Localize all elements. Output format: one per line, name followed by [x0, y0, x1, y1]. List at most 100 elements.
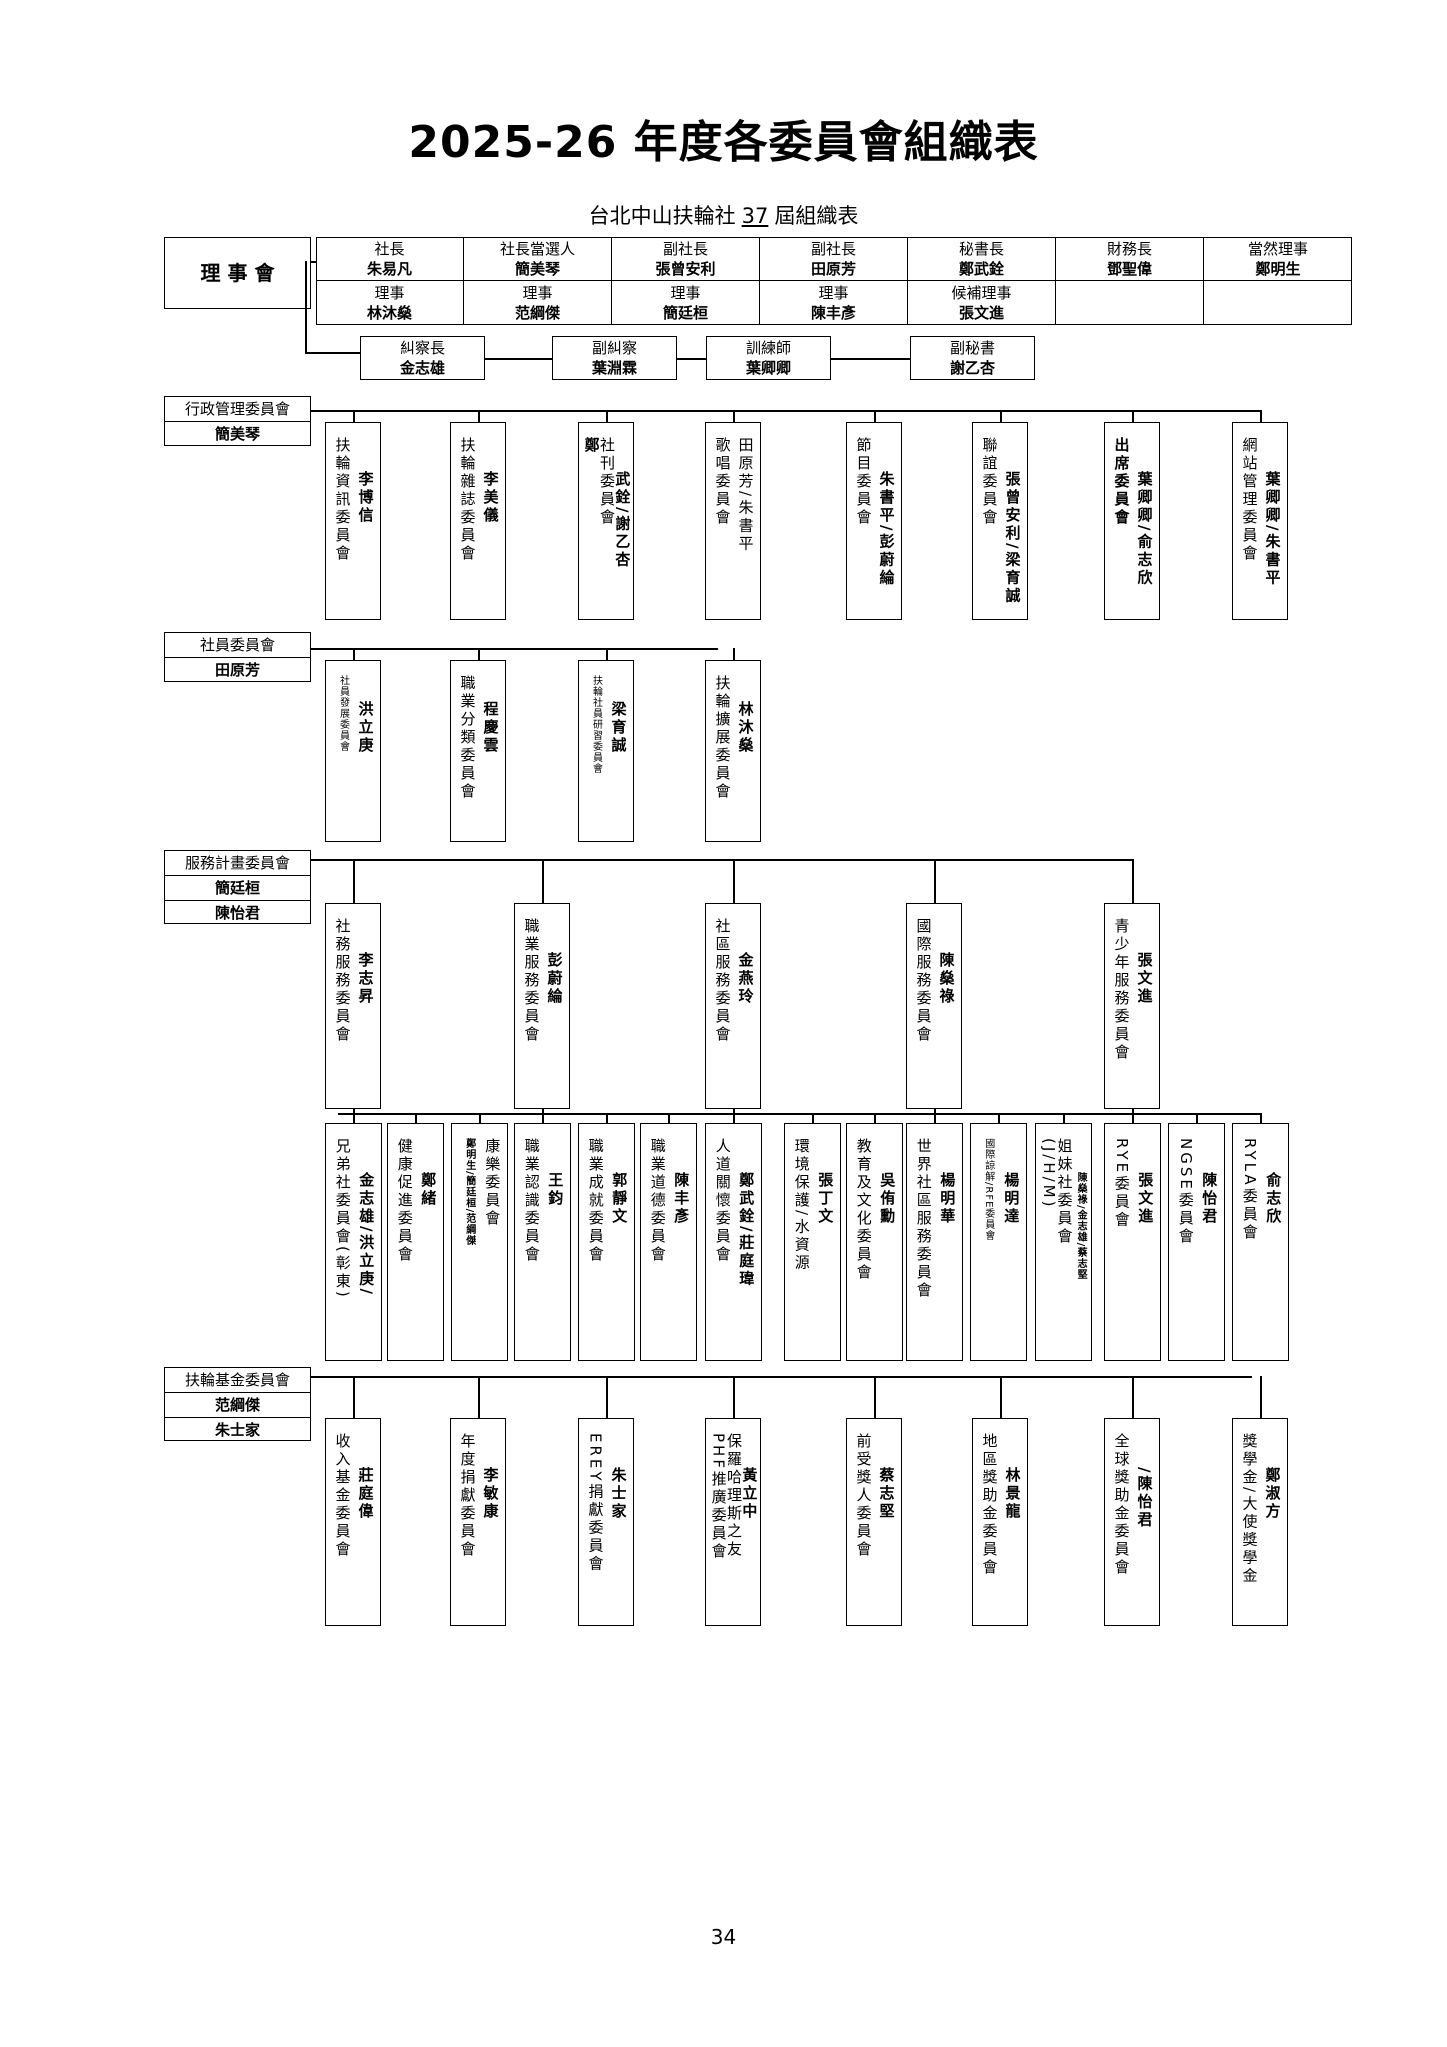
committee-name: 國際服務委員會: [914, 918, 933, 1044]
connector-line: [1000, 410, 1002, 422]
connector-line: [311, 859, 1132, 861]
committee-member-name: 李志昇: [356, 952, 375, 1006]
board-member-cell: 理事范綱傑: [464, 281, 612, 325]
committee-box: 前受獎人委員會蔡志堅: [846, 1418, 902, 1626]
connector-line: [353, 1109, 355, 1113]
connector-line: [668, 1113, 670, 1123]
connector-line: [1000, 1376, 1002, 1418]
connector-line: [733, 1113, 735, 1123]
board-member-role: 社長當選人: [499, 240, 575, 258]
committee-box: 年度捐獻委員會李敏康: [450, 1418, 506, 1626]
committee-box: 國際服務委員會陳燊祿: [906, 903, 962, 1109]
committee-name: RYLA委員會: [1240, 1138, 1259, 1242]
board-label: 理 事 會: [164, 237, 311, 309]
connector-line: [542, 1113, 544, 1123]
board-member-name: 范綱傑: [514, 304, 560, 322]
connector-line: [311, 1376, 1252, 1378]
section-label-title: 社員委員會: [165, 633, 310, 658]
committee-member-name: 陳燊祿: [937, 952, 956, 1006]
committee-name: 社刊委員會: [598, 437, 616, 527]
committee-member-name: 武銓/謝乙杏: [613, 471, 632, 570]
connector-line: [311, 410, 1260, 412]
committee-box: PHF推廣委員會保羅哈理斯之友黃立中: [705, 1418, 761, 1626]
connector-line: [485, 358, 552, 360]
committee-box: 扶輪擴展委員會林沐燊: [705, 660, 761, 842]
committee-box: 社員發展委員會洪立庚: [325, 660, 381, 842]
connector-line: [733, 1109, 735, 1113]
connector-line: [606, 1376, 608, 1418]
committee-member-name: 葉卿卿/俞志欣: [1135, 471, 1154, 588]
committee-member-name: 林景龍: [1003, 1467, 1022, 1521]
board-member-role: 社長: [374, 240, 405, 258]
board-member-name: 張文進: [958, 304, 1004, 322]
officer-box: 副糾察葉淵霖: [552, 336, 677, 380]
board-member-name: 陳丰彥: [810, 304, 856, 322]
officer-role: 副秘書: [949, 339, 995, 357]
board-member-role: 理事: [522, 284, 553, 302]
committee-box: 歌唱委員會田原芳/朱書平: [705, 422, 761, 620]
subtitle-suffix: 屆組織表: [774, 204, 859, 228]
officer-name: 謝乙杏: [949, 359, 995, 377]
officer-box: 訓練師葉卿卿: [706, 336, 831, 380]
committee-member-name: /陳怡君: [1135, 1467, 1154, 1530]
section-head-name: 簡廷桓: [165, 876, 310, 901]
committee-box: 網站管理委員會葉卿卿/朱書平: [1232, 422, 1288, 620]
section-head-name: 陳怡君: [214, 904, 260, 922]
committee-name: 康樂委員會: [483, 1138, 502, 1228]
connector-line: [353, 1376, 355, 1418]
committee-box: (J/H/M)姐妹社委員會陳燊祿/金志雄/蔡志堅: [1035, 1123, 1092, 1361]
committee-member-name: 楊明達: [1002, 1172, 1021, 1226]
committee-box: 鄭明生/簡廷桓/范綱傑康樂委員會: [451, 1123, 508, 1361]
committee-member-name: 莊庭偉: [356, 1467, 375, 1521]
committee-name: (J/H/M): [1039, 1138, 1058, 1210]
committee-member-name: 郭靜文: [610, 1172, 629, 1226]
committee-name: 保羅哈理斯之友: [725, 1433, 743, 1559]
board-member-cell: 理事簡廷桓: [612, 281, 760, 325]
board-member-cell: [1204, 281, 1352, 325]
committee-name: EREY捐獻委員會: [586, 1433, 605, 1574]
board-label-text: 理 事 會: [200, 261, 275, 285]
committee-name: 歌唱委員會: [713, 437, 732, 527]
committee-name: 社區服務委員會: [713, 918, 732, 1044]
committee-member-name: 蔡志堅: [877, 1467, 896, 1521]
officer-box: 糾察長金志雄: [360, 336, 485, 380]
committee-member-name: 葉卿卿/朱書平: [1263, 471, 1282, 588]
connector-line: [606, 648, 608, 660]
section-label: 社員委員會田原芳: [164, 632, 311, 682]
committee-member-name: 陳燊祿/金志雄/蔡志堅: [1075, 1172, 1087, 1281]
board-grid-frame: [316, 237, 1352, 325]
section-label-title: 扶輪基金委員會: [165, 1368, 310, 1393]
connector-line: [353, 859, 355, 903]
connector-line: [934, 1109, 936, 1113]
committee-name: 職業認識委員會: [522, 1138, 541, 1264]
committee-name: 扶輪雜誌委員會: [458, 437, 477, 563]
connector-line: [831, 358, 910, 360]
committee-box: 人道關懷委員會鄭武銓/莊庭瑋: [705, 1123, 762, 1361]
section-head-name: 田原芳: [214, 661, 260, 679]
committee-name: 扶輪擴展委員會: [713, 675, 732, 801]
committee-box: 扶輪社員研習委員會梁育誠: [578, 660, 634, 842]
committee-member-name: 李美儀: [481, 471, 500, 525]
committee-box: 地區獎助金委員會林景龍: [972, 1418, 1028, 1626]
committee-member-name: 張丁文: [816, 1172, 835, 1226]
section-label: 行政管理委員會簡美琴: [164, 396, 311, 446]
committee-member-name: 陳怡君: [1200, 1172, 1219, 1226]
connector-line: [1260, 1376, 1262, 1418]
committee-box: 職業成就委員會郭靜文: [578, 1123, 635, 1361]
connector-line: [353, 648, 355, 660]
connector-line: [478, 1376, 480, 1418]
officer-name: 金志雄: [399, 359, 445, 377]
board-member-cell: 理事陳丰彥: [760, 281, 908, 325]
committee-name: 網站管理委員會: [1240, 437, 1259, 563]
officer-role: 訓練師: [745, 339, 791, 357]
committee-name: 職業道德委員會: [648, 1138, 667, 1264]
connector-line: [733, 1376, 735, 1418]
board-member-cell: 副社長田原芳: [760, 237, 908, 281]
board-member-name: 張曾安利: [655, 260, 716, 278]
connector-line: [479, 1113, 481, 1123]
subtitle-number: 37: [741, 204, 769, 228]
connector-line: [874, 410, 876, 422]
committee-box: 世界社區服務委員會楊明華: [906, 1123, 963, 1361]
board-member-cell: [1056, 281, 1204, 325]
